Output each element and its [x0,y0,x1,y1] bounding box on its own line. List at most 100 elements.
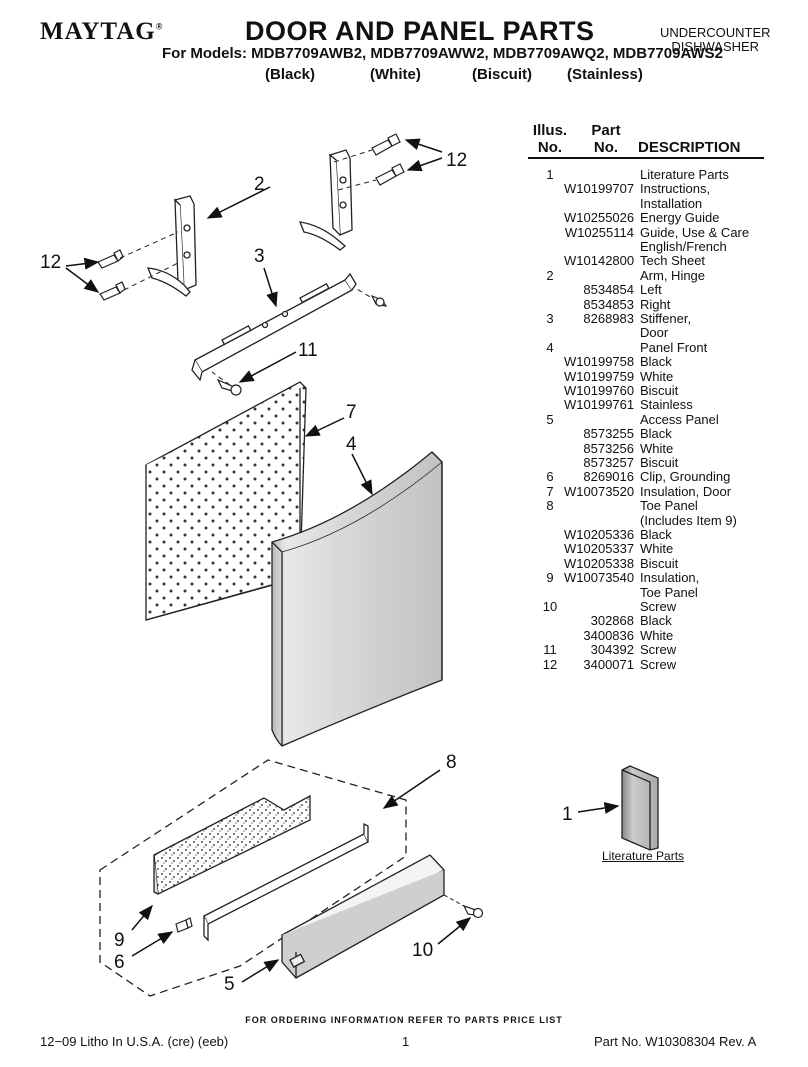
part-description: Biscuit [640,555,679,571]
callout-9: 9 [114,930,125,951]
callout-12-left: 12 [40,252,61,273]
table-row: Door [528,326,768,341]
illus-number: 10 [542,599,558,614]
part-number: W10199758 [564,354,635,370]
variant-black: (Black) [265,66,316,83]
illus-number: 12 [542,656,558,672]
part-number: W10073540 [564,570,635,586]
grounding-clip [175,917,193,933]
hinge-arm-right [298,149,353,251]
literature-book [621,765,659,851]
part-description: White [640,627,674,643]
callout-7: 7 [346,402,357,423]
col-header-part-line2: No. [593,139,619,156]
part-description: Black [640,613,672,629]
part-number: 8573256 [583,440,634,456]
part-description: Biscuit [640,383,679,398]
toe-panel-bar [203,822,369,942]
page-title: DOOR AND PANEL PARTS [245,16,595,46]
table-row: W10205338 Biscuit [528,555,768,572]
col-header-part: Part No. [584,122,628,156]
leader-lines [65,138,620,983]
part-description: (Includes Item 9) [640,512,737,528]
part-description: Stainless [640,397,693,413]
part-number: 8534853 [583,296,634,312]
part-number: 8269016 [583,469,634,485]
part-description: Insulation, [640,570,700,586]
part-number: 8534854 [583,282,634,298]
col-header-illus-line1: Illus. [532,122,568,139]
screw-12-left-1 [97,249,124,269]
part-description: Installation [640,195,703,211]
category-line-2: DISHWASHER [671,39,760,54]
illus-number: 9 [546,570,554,586]
col-header-part-line1: Part [591,122,621,139]
toe-panel-boundary [99,759,407,997]
part-number: 8268983 [583,311,634,326]
page-number: 1 [402,1034,410,1049]
callout-1: 1 [562,804,573,825]
variant-biscuit: (Biscuit) [472,66,532,83]
callout-6: 6 [114,952,125,973]
part-number: W10199707 [564,181,635,197]
table-row: 10 Screw [528,599,768,615]
part-description: Screw [640,599,677,614]
part-description: Screw [640,656,677,672]
part-description: Instructions, [640,181,711,197]
part-number: W10199761 [564,397,635,413]
screw-10 [462,904,484,919]
part-description: Arm, Hinge [640,267,706,283]
part-number: W10205338 [564,555,635,571]
trademark-symbol: ® [155,21,164,32]
header-divider [528,157,764,159]
table-row: W10199761 Stainless [528,398,768,413]
part-description: Guide, Use & Care [640,224,750,240]
variant-stainless: (Stainless) [567,66,643,83]
callout-4: 4 [346,434,357,455]
table-row: Toe Panel [528,585,768,601]
illus-number: 3 [546,311,554,326]
table-row: W10199758 Black [528,355,768,370]
part-description: Black [640,354,672,370]
table-row: (Includes Item 9) [528,512,768,529]
illus-number: 7 [546,483,554,499]
screw-11-right [370,294,388,307]
part-description: Left [640,282,662,298]
col-header-description: DESCRIPTION [638,139,741,156]
screw-guide-lines [119,149,377,386]
part-number: W10073520 [564,483,635,499]
table-row: 8534854 Left [528,283,768,298]
part-number: 304392 [590,642,634,658]
part-description: Screw [640,642,677,658]
part-number: W10142800 [564,253,635,269]
variant-white: (White) [370,66,421,83]
illus-number: 1 [546,167,554,182]
callout-10: 10 [412,940,433,961]
part-description: Biscuit [640,455,679,470]
callout-5: 5 [224,974,235,995]
access-panel [280,854,446,979]
part-number: W10255114 [564,224,634,240]
document-part-number: Part No. W10308304 Rev. A [594,1034,757,1049]
callout-11: 11 [298,340,318,361]
hinge-arm-left [146,195,197,297]
